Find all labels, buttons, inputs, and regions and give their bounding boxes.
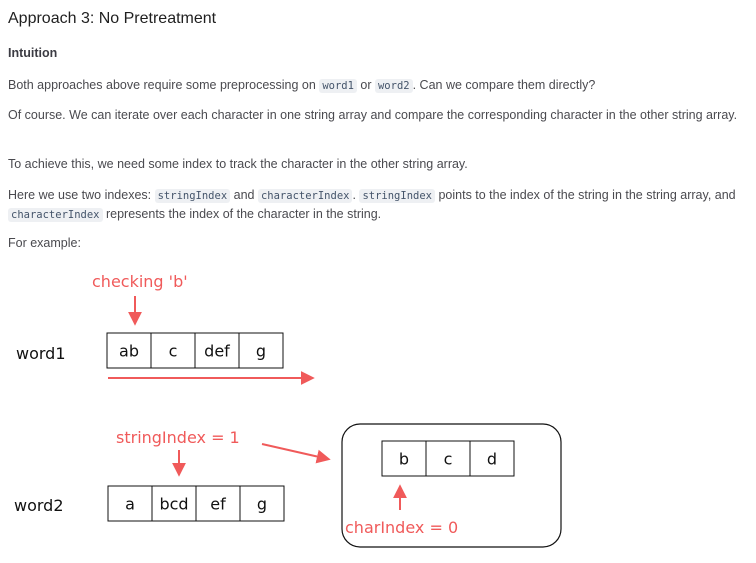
code-word1: word1: [319, 79, 357, 93]
expanded-cell-box: [469, 440, 515, 477]
p4-text-b: and: [230, 188, 258, 202]
code-word2: word2: [374, 79, 413, 93]
expand-arrow: [261, 443, 331, 464]
char-index-label: charIndex = 0: [345, 518, 458, 537]
word1-cell-box: [150, 332, 196, 369]
word1-cell-text: ab: [119, 342, 139, 361]
word2-cell-text: bcd: [159, 495, 188, 514]
page-title: Approach 3: No Pretreatment: [8, 10, 217, 27]
expanded-cell-text: c: [444, 450, 453, 469]
word2-cell-box: [151, 485, 197, 522]
word2-cell-box: [107, 485, 153, 522]
paragraph-3: To achieve this, we need some index to t…: [8, 157, 468, 171]
expanded-cell-text: d: [487, 450, 497, 469]
expanded-string-array: b c d: [381, 440, 515, 477]
word1-label: word1: [16, 344, 66, 363]
section-heading: Intuition: [8, 46, 58, 60]
code-characterindex: characterIndex: [257, 189, 353, 203]
expanded-cell-box: [425, 440, 471, 477]
paragraph-4: Here we use two indexes: stringIndex and…: [8, 186, 738, 224]
word2-cell-box: [195, 485, 241, 522]
p1-text-b: or: [356, 78, 375, 92]
p4-text-d: points to the index of the string in the…: [434, 188, 736, 202]
expanded-cell-box: [381, 440, 427, 477]
p4-text-a: Here we use two indexes:: [8, 188, 155, 202]
word2-cell-box: [239, 485, 285, 522]
word1-cell-text: def: [204, 342, 230, 361]
code-characterindex-2: characterIndex: [8, 208, 103, 222]
word2-array: a bcd ef g: [107, 485, 285, 522]
word2-cell-text: a: [125, 495, 135, 514]
paragraph-5: For example:: [8, 236, 81, 250]
word2-label: word2: [14, 496, 64, 515]
p4-text-e: represents the index of the character in…: [102, 207, 382, 221]
word1-cell-text: g: [256, 342, 266, 361]
word1-cell-box: [106, 332, 152, 369]
p1-text-c: . Can we compare them directly?: [412, 78, 596, 92]
word2-cell-text: ef: [210, 495, 226, 514]
string-index-label: stringIndex = 1: [116, 428, 240, 447]
code-stringindex: stringIndex: [154, 189, 231, 203]
word1-array: ab c def g: [106, 332, 284, 369]
word1-cell-text: c: [169, 342, 178, 361]
p4-text-c: .: [352, 188, 360, 202]
paragraph-2: Of course. We can iterate over each char…: [8, 108, 738, 122]
word1-cell-box: [238, 332, 284, 369]
paragraph-1: Both approaches above require some prepr…: [8, 76, 738, 95]
checking-label: checking 'b': [92, 272, 188, 291]
p1-text-a: Both approaches above require some prepr…: [8, 78, 320, 92]
expanded-cell-text: b: [399, 450, 409, 469]
code-stringindex-2: stringIndex: [359, 189, 435, 203]
word2-cell-text: g: [257, 495, 267, 514]
expanded-string-container: [341, 423, 562, 548]
